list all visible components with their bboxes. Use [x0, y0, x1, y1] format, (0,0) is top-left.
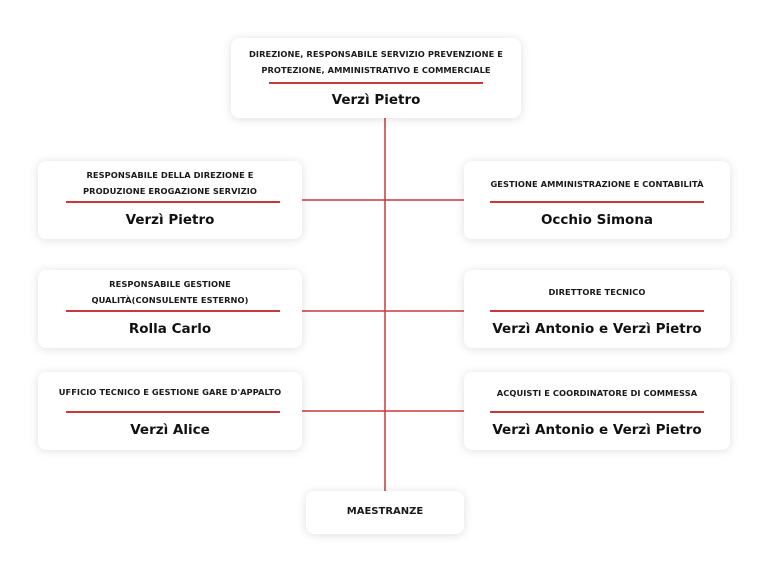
org-node-divider [490, 201, 704, 203]
org-node-divider [490, 411, 704, 413]
org-node-role: RESPONSABILE DELLA DIREZIONE E PRODUZION… [83, 170, 257, 196]
org-node-right-3: ACQUISTI E COORDINATORE DI COMMESSA Verz… [464, 372, 730, 450]
org-node-role: DIREZIONE, RESPONSABILE SERVIZIO PREVENZ… [249, 49, 503, 75]
org-node-left-2: RESPONSABILE GESTIONE QUALITÀ(CONSULENTE… [38, 270, 302, 348]
org-node-divider [66, 201, 280, 203]
org-node-right-1: GESTIONE AMMINISTRAZIONE E CONTABILITÀ O… [464, 161, 730, 239]
org-node-name: Verzì Pietro [125, 212, 215, 228]
org-node-role: RESPONSABILE GESTIONE QUALITÀ(CONSULENTE… [91, 279, 249, 305]
org-node-name: Verzì Alice [130, 422, 210, 438]
org-node-name: Verzì Pietro [331, 92, 421, 108]
org-node-left-1: RESPONSABILE DELLA DIREZIONE E PRODUZION… [38, 161, 302, 239]
org-node-divider [66, 411, 280, 413]
org-node-right-2: DIRETTORE TECNICO Verzì Antonio e Verzì … [464, 270, 730, 348]
org-node-role: DIRETTORE TECNICO [548, 287, 646, 297]
org-node-bottom: MAESTRANZE [306, 491, 464, 534]
org-node-left-3: UFFICIO TECNICO E GESTIONE GARE D'APPALT… [38, 372, 302, 450]
org-node-name: Rolla Carlo [128, 321, 212, 337]
org-node-role: ACQUISTI E COORDINATORE DI COMMESSA [496, 388, 698, 398]
org-node-name: Verzì Antonio e Verzì Pietro [492, 422, 702, 438]
org-node-name: Occhio Simona [540, 212, 654, 228]
org-node-divider [269, 82, 483, 84]
org-node-bottom-label: MAESTRANZE [346, 506, 424, 517]
org-node-role: UFFICIO TECNICO E GESTIONE GARE D'APPALT… [58, 387, 282, 397]
org-node-role: GESTIONE AMMINISTRAZIONE E CONTABILITÀ [490, 179, 704, 189]
org-node-divider [490, 310, 704, 312]
org-node-name: Verzì Antonio e Verzì Pietro [492, 321, 702, 337]
org-node-top: DIREZIONE, RESPONSABILE SERVIZIO PREVENZ… [231, 38, 521, 118]
org-node-divider [66, 310, 280, 312]
